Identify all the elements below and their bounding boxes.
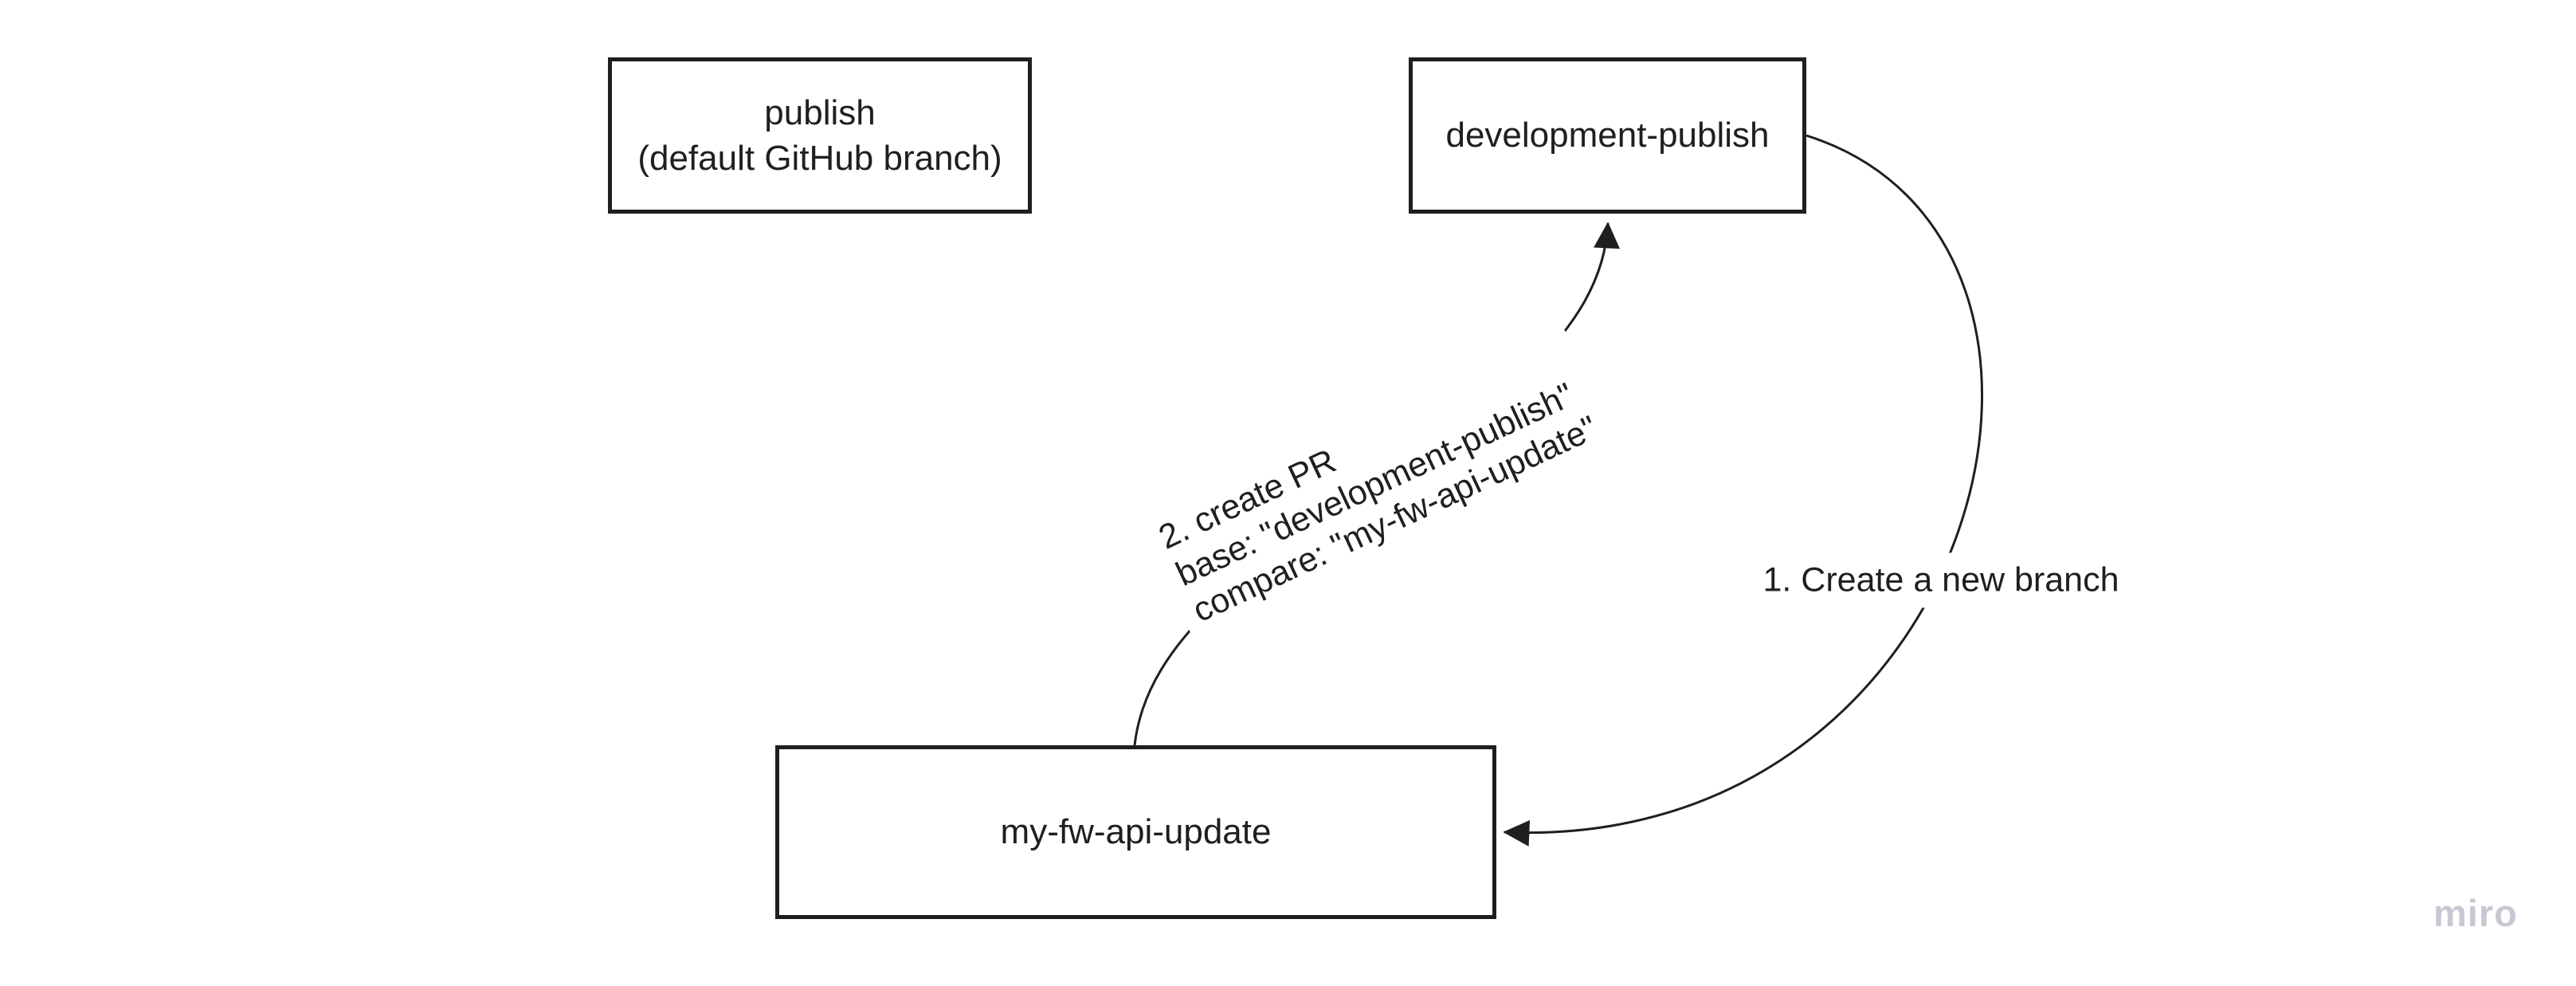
node-development-publish-label: development-publish <box>1445 116 1770 155</box>
node-my-fw-api-update-label: my-fw-api-update <box>1000 812 1272 852</box>
node-publish-label-line2: (default GitHub branch) <box>637 139 1002 178</box>
node-my-fw-api-update[interactable]: my-fw-api-update <box>775 745 1496 919</box>
miro-logo: miro <box>2433 892 2518 934</box>
node-development-publish[interactable]: development-publish <box>1409 57 1806 214</box>
edge-create-branch-arrow[interactable] <box>1503 134 1983 847</box>
node-publish-label-line1: publish <box>764 92 876 132</box>
edge-label-create-branch[interactable]: 1. Create a new branch <box>1750 552 2132 608</box>
node-publish[interactable]: publish (default GitHub branch) <box>608 57 1032 214</box>
